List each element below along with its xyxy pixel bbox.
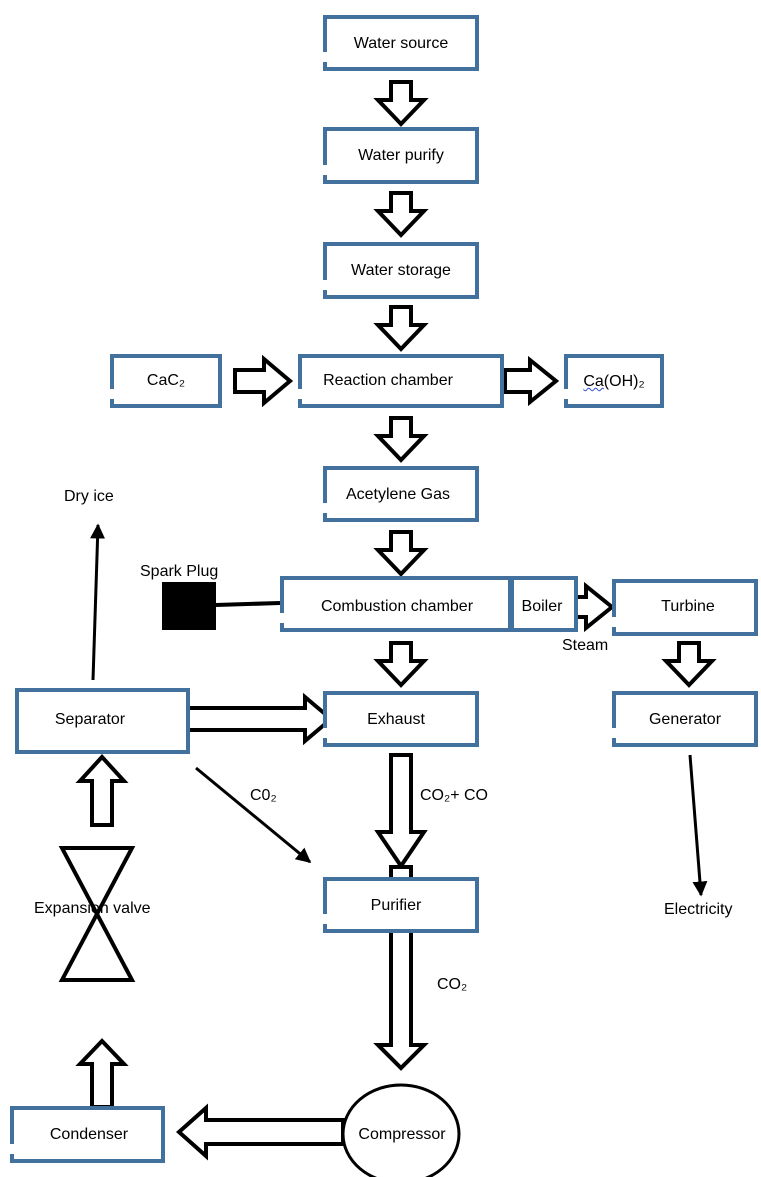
dry-ice-label: Dry ice [64, 488, 114, 505]
purifier-label: Purifier [370, 897, 422, 914]
purifier-box [323, 877, 479, 933]
separator-box [15, 688, 190, 754]
spark-plug-icon [162, 582, 216, 630]
generator-box [612, 691, 758, 747]
acetylene-gas-box [323, 466, 479, 522]
compressor-icon [341, 1083, 461, 1177]
arrow-exhaust-to-purifier [374, 753, 428, 870]
separator-label: Separator [54, 711, 126, 728]
condenser-box [10, 1106, 165, 1163]
arrow-turbine-to-generator [661, 641, 717, 688]
turbine-label: Turbine [661, 598, 715, 615]
arrow-storage-to-reaction [373, 305, 429, 352]
co2-purifier-label: CO₂ [437, 976, 468, 993]
arrow-combustion-to-exhaust [373, 641, 429, 688]
exhaust-label: Exhaust [367, 711, 425, 728]
boiler-label: Boiler [521, 598, 563, 615]
steam-label: Steam [562, 637, 609, 654]
caoh2-ca-text: Ca [583, 373, 604, 390]
co2-co-label: CO₂+ CO [420, 787, 488, 804]
cac2-box [110, 354, 222, 408]
arrow-separator-to-exhaust [178, 692, 335, 746]
water-source-box [323, 15, 479, 71]
arrow-separator-to-dry-ice [90, 523, 106, 681]
water-purify-label: Water purify [358, 147, 444, 164]
reaction-chamber-label: Reaction chamber [323, 372, 453, 389]
reaction-chamber-box [298, 354, 504, 408]
water-storage-label: Water storage [351, 262, 451, 279]
boiler-box [510, 576, 578, 632]
arrow-purify-to-storage [373, 191, 429, 238]
exhaust-box [323, 691, 479, 747]
co2-separator-label: C0₂ [250, 787, 277, 804]
spark-plug-wire [215, 601, 281, 607]
arrow-source-to-purify [373, 80, 429, 127]
compressor-label: Compressor [358, 1126, 446, 1143]
arrow-valve-to-separator [75, 754, 129, 827]
condenser-label: Condenser [49, 1126, 129, 1143]
caoh2-rest-text: (OH)₂ [603, 373, 645, 390]
caoh2-box [564, 354, 664, 408]
turbine-box [612, 579, 758, 636]
cac2-label: CaC₂ [146, 372, 186, 389]
arrow-compressor-to-condenser [175, 1103, 345, 1161]
generator-label: Generator [648, 711, 722, 728]
arrow-reaction-to-acetylene [373, 416, 429, 463]
expansion-valve-icon [58, 846, 136, 982]
water-purify-box [323, 127, 479, 184]
arrow-reaction-to-caoh2 [503, 355, 560, 407]
water-source-label: Water source [353, 35, 449, 52]
expansion-valve-label: Expansion valve [34, 900, 151, 917]
electricity-label: Electricity [664, 901, 733, 918]
arrow-generator-to-electricity [688, 754, 708, 897]
water-storage-box [323, 242, 479, 299]
arrow-separator-to-purifier [195, 766, 312, 864]
arrow-condenser-to-valve [75, 1038, 129, 1109]
spark-plug-label: Spark Plug [140, 563, 219, 580]
acetylene-gas-label: Acetylene Gas [345, 486, 451, 503]
arrow-cac2-to-reaction [233, 354, 294, 408]
combustion-chamber-box [280, 576, 512, 632]
caoh2-label: Ca(OH)₂ [583, 373, 644, 391]
arrow-acetylene-to-combustion [373, 530, 429, 577]
combustion-chamber-label: Combustion chamber [320, 598, 474, 615]
